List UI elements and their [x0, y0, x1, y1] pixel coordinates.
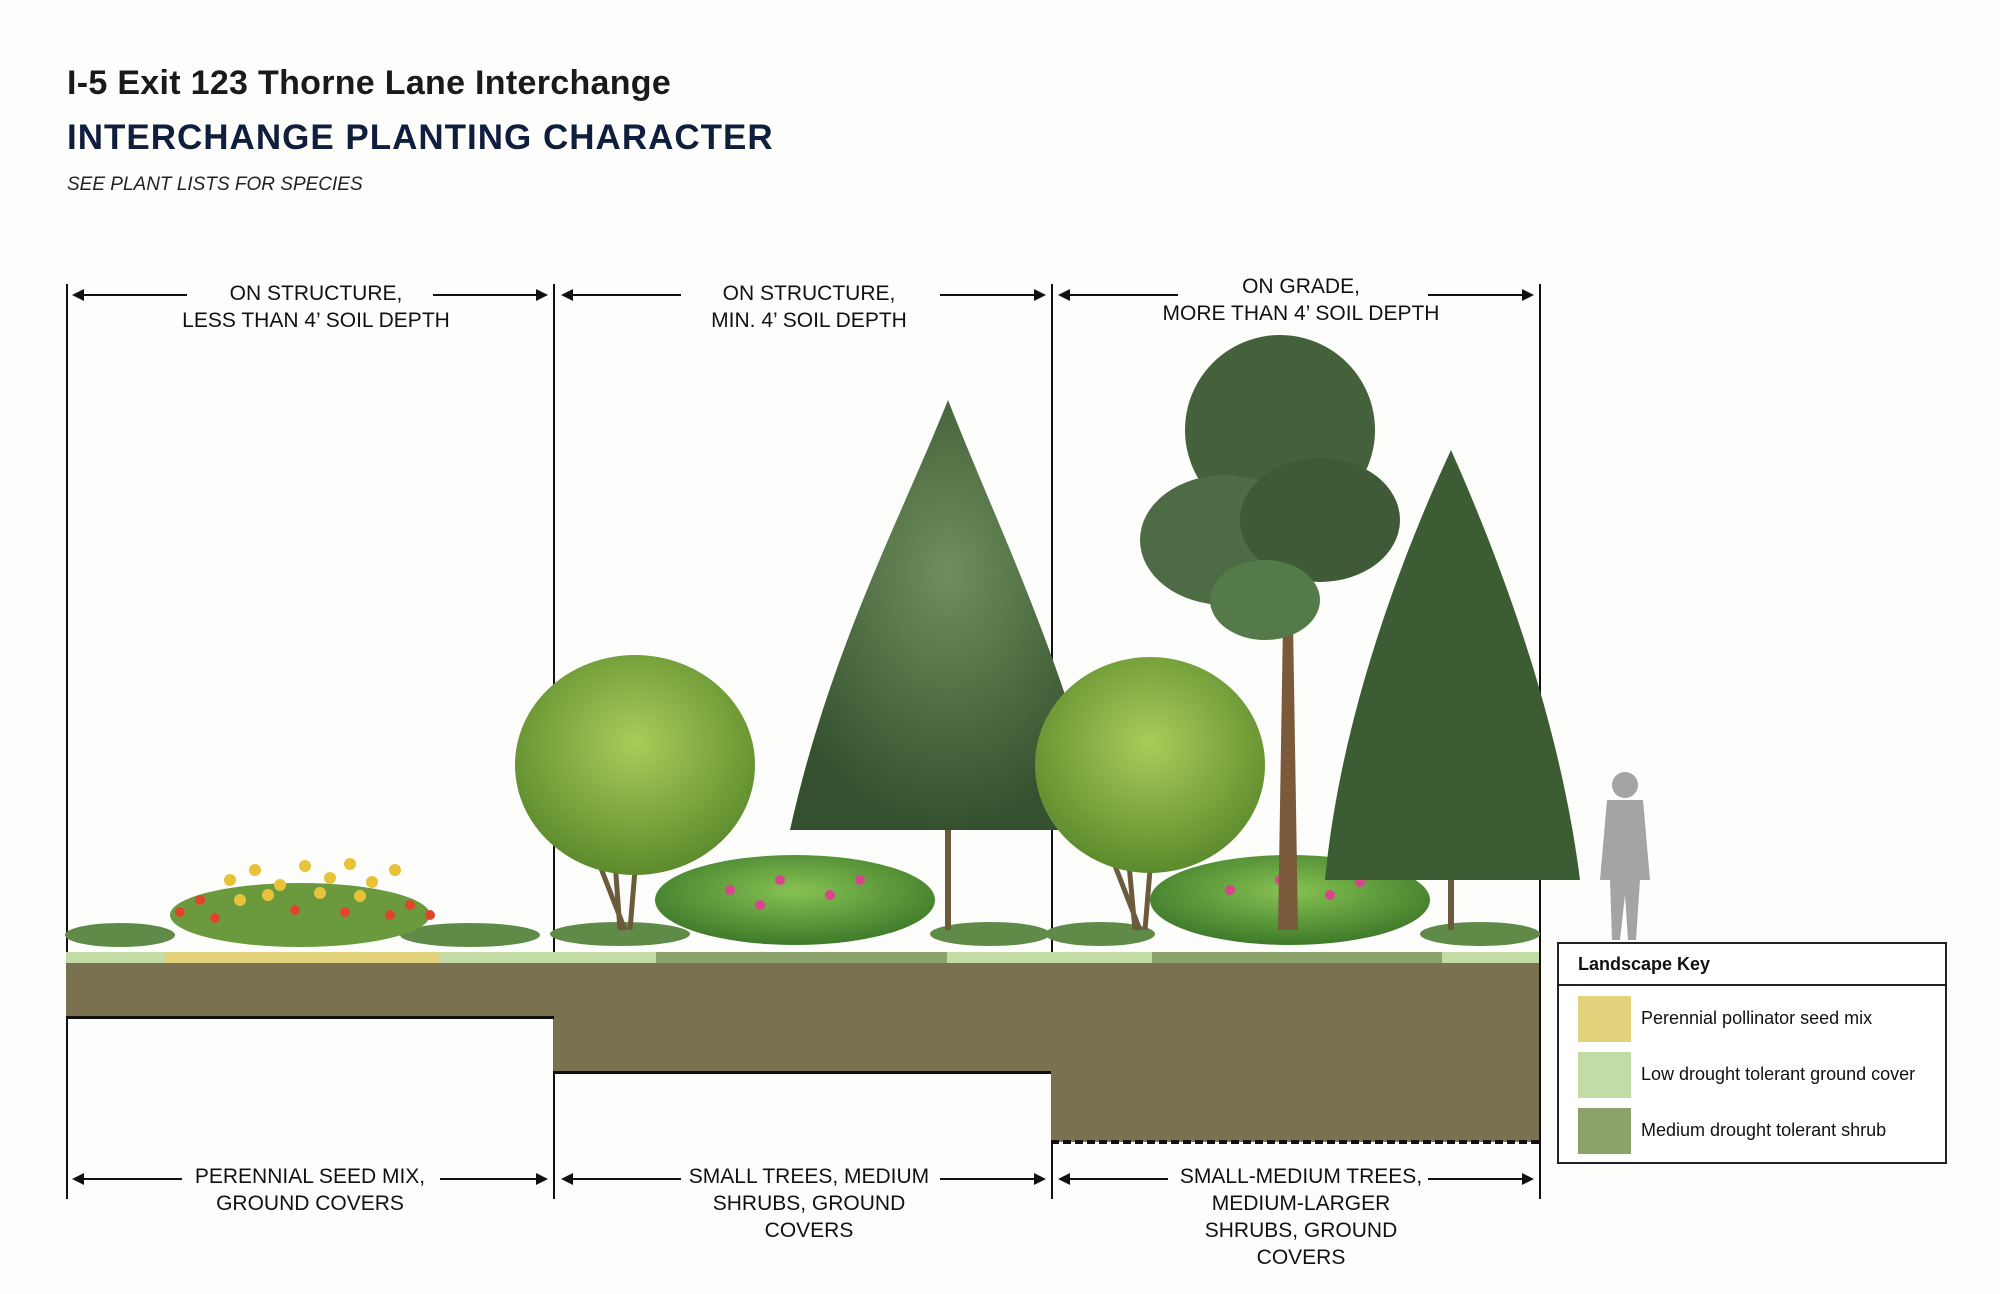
zone-3-top-label: ON GRADE,MORE THAN 4’ SOIL DEPTH	[1162, 275, 1440, 325]
zone-2-top-label: ON STRUCTURE,MIN. 4’ SOIL DEPTH	[711, 282, 907, 332]
soil-zone-2	[553, 962, 1051, 1072]
human-scale-figure	[1600, 772, 1650, 940]
groundcover-strip-3a	[1051, 952, 1152, 963]
ground-cover-swatch	[1578, 1052, 1631, 1098]
weeping-conifer	[790, 400, 1105, 930]
structure-slab-1	[66, 1016, 554, 1019]
shrub-strip-2	[656, 952, 947, 963]
groundcover-strip-3b	[1442, 952, 1539, 963]
pine-tree	[1140, 335, 1400, 930]
zone-3-bottom-label: SMALL-MEDIUM TREES,MEDIUM-LARGER SHRUBS,…	[1179, 1165, 1423, 1269]
seed-mix-strip	[166, 952, 440, 963]
zone-1-top-label: ON STRUCTURE,LESS THAN 4’ SOIL DEPTH	[182, 282, 450, 332]
seed-mix-label: Perennial pollinator seed mix	[1641, 1008, 1873, 1028]
diagram-subtitle: INTERCHANGE PLANTING CHARACTER	[67, 118, 774, 157]
zone-divider-left	[66, 284, 68, 1199]
groundcover-strip-2a	[553, 952, 656, 963]
grade-line-3	[1051, 1140, 1539, 1144]
seed-mix-swatch	[1578, 996, 1631, 1042]
conifer-tree	[1325, 450, 1580, 930]
species-note: SEE PLANT LISTS FOR SPECIES	[67, 174, 363, 195]
small-tree-multistem-2	[1035, 657, 1265, 931]
groundcover-row	[65, 922, 1540, 947]
groundcover-strip-1b	[440, 952, 553, 963]
shrub-label: Medium drought tolerant shrub	[1641, 1120, 1887, 1140]
perennial-flowers	[170, 858, 435, 947]
medium-shrub	[655, 855, 935, 945]
landscape-key-divider	[1559, 984, 1945, 986]
structure-slab-2	[553, 1071, 1051, 1074]
soil-zone-3	[1051, 962, 1539, 1142]
groundcover-strip-1a	[66, 952, 166, 963]
shrub-strip-3	[1152, 952, 1442, 963]
diagram-title: I-5 Exit 123 Thorne Lane Interchange	[67, 64, 672, 102]
small-tree-multistem	[515, 655, 755, 931]
groundcover-strip-2b	[947, 952, 1051, 963]
zone-1-bottom-label: PERENNIAL SEED MIX,GROUND COVERS	[194, 1165, 426, 1215]
soil-zone-1	[66, 962, 554, 1017]
landscape-key: Landscape Key Perennial pollinator seed …	[1557, 942, 1947, 1164]
shrub-swatch	[1578, 1108, 1631, 1154]
landscape-key-title: Landscape Key	[1578, 954, 1711, 974]
ground-cover-label: Low drought tolerant ground cover	[1641, 1064, 1916, 1084]
